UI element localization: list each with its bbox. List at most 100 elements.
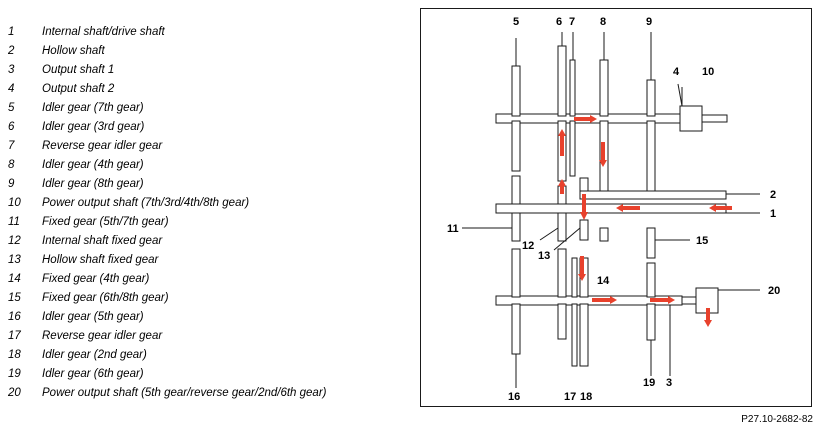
internal-shaft [495,203,727,214]
arrow-up-upper [558,129,566,156]
arrow-right-lower-1 [592,296,617,304]
legend-number: 17 [8,330,21,342]
hollow-shaft [579,190,727,200]
callout-18: 18 [580,391,592,403]
legend-text: Power output shaft (5th gear/reverse gea… [42,387,327,399]
callout-7: 7 [569,16,575,28]
power-output-shaft-lower-stub [681,296,697,305]
legend-text: Idler gear (6th gear) [42,368,144,380]
idler-gear-8th [646,79,656,117]
legend-text: Idler gear (2nd gear) [42,349,147,361]
legend-number: 7 [8,140,15,152]
callout-20: 20 [768,285,780,297]
arrow-left-right [709,204,732,212]
legend-text: Idler gear (5th gear) [42,311,144,323]
legend-text: Power output shaft (7th/3rd/4th/8th gear… [42,197,250,209]
arrow-down-mid [580,194,588,220]
arrow-down-lower [578,256,586,281]
legend-number: 20 [8,387,21,399]
callout-16: 16 [508,391,520,403]
idler-gear-5th-lower [511,303,521,355]
legend-number: 14 [8,273,21,285]
callout-1: 1 [770,208,776,220]
legend-number: 9 [8,178,15,190]
callout-4: 4 [673,66,680,78]
idler-gear-6th [646,262,656,298]
drawing-lines [495,45,728,367]
legend-text: Idler gear (4th gear) [42,159,144,171]
callout-11: 11 [447,223,459,235]
legend-number: 1 [8,26,15,38]
legend-number: 6 [8,121,15,133]
legend-text: Internal shaft fixed gear [42,235,163,247]
legend-text: Output shaft 2 [42,83,115,95]
arrow-down-upper [599,142,607,167]
callout-10: 10 [702,66,714,78]
power-flow-arrows [558,115,732,327]
legend-text: Reverse gear idler gear [42,330,163,342]
legend-number: 4 [8,83,15,95]
diagram-frame [420,8,812,407]
legend-number: 13 [8,254,21,266]
legend-text: Fixed gear (4th gear) [42,273,150,285]
callout-17: 17 [564,391,576,403]
arrow-right-lower-2 [650,296,675,304]
power-output-shaft-upper [679,105,703,132]
legend-number: 8 [8,159,15,171]
legend-number: 18 [8,349,21,361]
legend-text: Idler gear (3rd gear) [42,121,145,133]
legend-number: 19 [8,368,21,380]
arrow-up-mid [558,179,566,194]
idler-gear-7th-lower [511,120,521,172]
hollow-shaft-gear-lower [579,219,589,241]
idler-gear-3rd [557,45,567,117]
legend-text: Output shaft 1 [42,64,115,76]
fixed-gear-5th-7th-lower [511,212,521,242]
idler-gear-8th-lower [646,120,656,192]
idler-gear-6th-lower [646,303,656,341]
legend-number: 16 [8,311,21,323]
callout-15: 15 [696,235,708,247]
legend-number: 10 [8,197,21,209]
callout-3: 3 [666,377,672,389]
callout-12: 12 [522,240,534,252]
arrow-down-output [704,308,712,327]
lower-gear-column [557,248,567,298]
hollow-shaft-gear-upper [579,177,589,192]
fixed-gear-6th-8th [646,227,656,259]
legend-number: 15 [8,292,21,304]
idler-gear-2nd-lower [579,303,589,367]
lower-gear-column-lower [557,303,567,340]
legend-number: 3 [8,64,15,76]
callout-8: 8 [600,16,606,28]
callout-2: 2 [770,189,776,201]
legend-number: 12 [8,235,21,247]
callout-5: 5 [513,16,519,28]
legend-number: 2 [8,45,15,57]
gearbox-schematic: 5 6 7 8 9 4 10 2 1 11 12 13 14 15 20 16 … [420,8,812,407]
leader-4 [677,83,683,107]
legend-text: Idler gear (8th gear) [42,178,144,190]
legend-text: Fixed gear (6th/8th gear) [42,292,169,304]
callout-19: 19 [643,377,655,389]
callout-6: 6 [556,16,562,28]
fixed-gear-4th [599,227,609,242]
callout-9: 9 [646,16,652,28]
idler-gear-4th [599,59,609,117]
legend-text: Reverse gear idler gear [42,140,163,152]
legend-text: Hollow shaft fixed gear [42,254,159,266]
legend-number: 11 [8,216,20,228]
legend-text: Hollow shaft [42,45,105,57]
figure-reference: P27.10-2682-82 [741,414,813,425]
legend-number: 5 [8,102,15,114]
legend-text: Internal shaft/drive shaft [42,26,165,38]
reverse-idler-upper-lower [569,120,576,177]
leader-12 [539,227,559,241]
leader-lines [462,32,760,388]
callout-14: 14 [597,275,610,287]
idler-gear-7th [511,65,521,117]
leader-13 [553,227,581,251]
arrow-right-upper [574,115,597,123]
fixed-gear-5th-7th-upper [511,175,521,205]
reverse-idler-lower-bottom [571,303,578,367]
